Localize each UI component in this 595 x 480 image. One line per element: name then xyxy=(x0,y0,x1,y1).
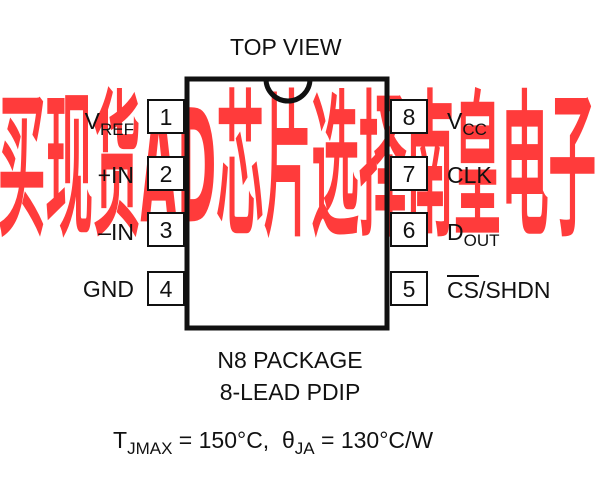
pin-label-cs-shdn: CS/SHDN xyxy=(447,279,551,302)
pin-number-6: 6 xyxy=(402,217,416,243)
pin-number-2: 2 xyxy=(159,161,173,187)
pin-number-4: 4 xyxy=(159,276,173,302)
pin-number-7: 7 xyxy=(402,161,416,187)
pin-box-7 xyxy=(390,156,428,191)
package-body xyxy=(184,76,390,331)
pin-number-1: 1 xyxy=(159,104,173,130)
pin-label-vref-main: V xyxy=(84,108,100,134)
theta-symbol: θ xyxy=(281,427,295,453)
pin-label-vcc-sub: CC xyxy=(462,120,487,139)
pin-label-minus-in: –IN xyxy=(98,219,134,245)
pin-box-6 xyxy=(390,212,428,247)
thermal-specs: TJMAX = 150°C, θJA = 130°C/W xyxy=(113,427,434,458)
pin-label-cs: CS xyxy=(447,277,479,303)
pin-label-gnd: GND xyxy=(82,276,134,302)
pin-label-dout: DOUT xyxy=(447,219,500,250)
pin-box-1 xyxy=(147,99,185,134)
package-name: N8 PACKAGE xyxy=(217,347,363,373)
pin-label-clk: CLK xyxy=(447,162,492,188)
package-type: 8-LEAD PDIP xyxy=(219,379,361,405)
pin-label-vcc-main: V xyxy=(447,108,463,134)
pin-box-3 xyxy=(147,212,185,247)
pin1-notch xyxy=(263,78,313,104)
pin-label-shdn: /SHDN xyxy=(478,277,551,303)
top-view-label: TOP VIEW xyxy=(230,34,342,60)
theta-value: = 130°C/W xyxy=(314,427,434,453)
pin-box-5 xyxy=(390,271,428,306)
pin-label-dout-sub: OUT xyxy=(463,231,500,250)
pin-label-dout-main: D xyxy=(447,219,464,245)
pin-label-plus-in: +IN xyxy=(97,162,134,188)
pin-box-2 xyxy=(147,156,185,191)
pin-number-5: 5 xyxy=(402,276,416,302)
tjmax-symbol: T xyxy=(113,427,128,453)
pin-box-4 xyxy=(147,271,185,306)
pin-number-8: 8 xyxy=(402,104,416,130)
pin-label-vref-sub: REF xyxy=(100,120,134,139)
pin-label-vref: VREF xyxy=(84,108,134,139)
pin-box-8 xyxy=(390,99,428,134)
tjmax-sub: JMAX xyxy=(127,439,173,458)
theta-sub: JA xyxy=(294,439,315,458)
pin-number-3: 3 xyxy=(159,217,173,243)
pin-label-vcc: VCC xyxy=(447,108,487,139)
tjmax-value: = 150°C, xyxy=(172,427,282,453)
